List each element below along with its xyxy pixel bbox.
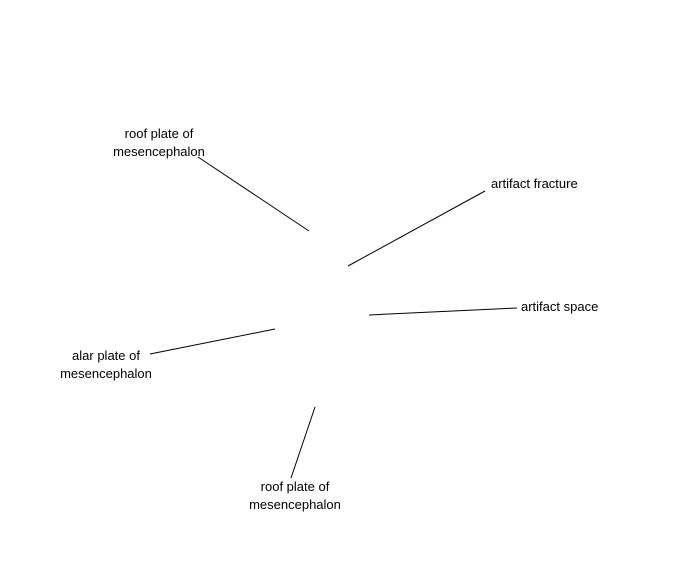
leader-line-artifact-space: [368, 307, 518, 316]
leader-line-alar-plate: [149, 328, 276, 355]
label-roof-plate-top-line-2: mesencephalon: [113, 144, 205, 159]
leader-line-roof-plate-top: [197, 156, 310, 232]
label-roof-plate-top-line-1: roof plate of: [124, 126, 194, 141]
label-artifact-space: artifact space: [521, 298, 598, 316]
label-alar-plate-line-2: mesencephalon: [60, 366, 152, 381]
label-artifact-fracture: artifact fracture: [491, 175, 578, 193]
label-artifact-fracture-text: artifact fracture: [491, 176, 578, 191]
label-alar-plate-line-1: alar plate of: [72, 348, 140, 363]
leader-line-roof-plate-bottom: [290, 406, 316, 479]
label-roof-plate-bottom: roof plate of mesencephalon: [233, 478, 357, 514]
label-alar-plate: alar plate of mesencephalon: [44, 347, 168, 383]
label-artifact-space-text: artifact space: [521, 299, 599, 314]
leader-line-artifact-fracture: [347, 190, 486, 267]
label-roof-plate-bottom-line-1: roof plate of: [260, 479, 330, 494]
label-roof-plate-top: roof plate of mesencephalon: [97, 125, 221, 161]
label-roof-plate-bottom-line-2: mesencephalon: [249, 497, 341, 512]
